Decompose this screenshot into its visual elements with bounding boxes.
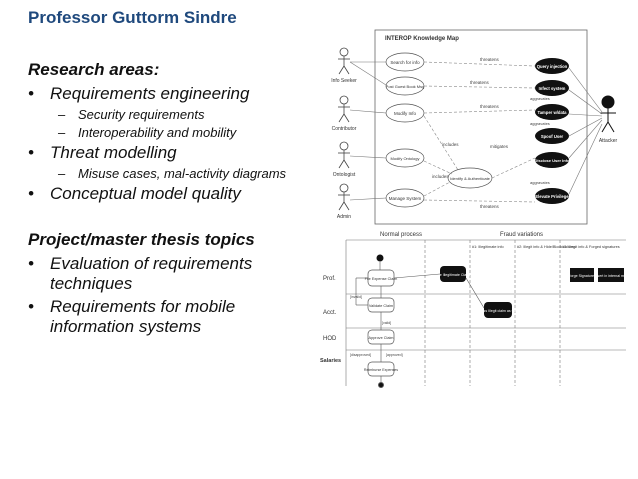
guard-approved: [approved] (386, 353, 403, 357)
actor-label: Admin (337, 214, 351, 220)
usecase-modify-ontology (385, 148, 425, 168)
topics-heading: Project/master thesis topics (28, 230, 255, 249)
misuse-tamper (535, 104, 569, 120)
actor-attacker (600, 95, 616, 133)
lane-hod: HOD (323, 336, 337, 342)
label-threatens: threatens (480, 57, 500, 62)
lane-salaries: Salaries (320, 358, 341, 364)
actor-info-seeker (338, 47, 350, 75)
column-normal: Normal process (380, 232, 422, 238)
research-heading: Research areas: (28, 60, 160, 79)
svg-text:Tamper w/data: Tamper w/data (537, 110, 567, 115)
misuse-case-diagram: INTEROP Knowledge Map Info Seeker Contri… (331, 29, 618, 225)
swimlane-lines (345, 239, 626, 386)
svg-text:Modify Info: Modify Info (394, 111, 417, 116)
guard-disapproved: [disapproved] (350, 353, 371, 357)
sub-marker: – (58, 107, 66, 122)
svg-text:Validate Claim: Validate Claim (369, 304, 393, 308)
sub-marker: – (58, 166, 66, 181)
association-lines (349, 61, 387, 201)
svg-text:Forge Signatures: Forge Signatures (568, 274, 596, 278)
misuse-infect-system (535, 80, 569, 96)
svg-text:Disclose User Info: Disclose User Info (535, 158, 570, 163)
system-boundary (374, 29, 588, 225)
svg-text:Approve Claim: Approve Claim (369, 336, 394, 340)
end-node (378, 382, 384, 388)
svg-text:Identify & Authenticate: Identify & Authenticate (450, 176, 491, 181)
slide-title: Professor Guttorm Sindre (28, 8, 237, 27)
column-fraud: Fraud variations (500, 232, 543, 238)
svg-text:Modify Ontology: Modify Ontology (391, 156, 420, 161)
flow-lines (355, 277, 382, 384)
misuse-query-injection (535, 58, 569, 74)
actor-contributor (338, 95, 350, 123)
label-aggravates: aggravates (530, 96, 550, 101)
usecase-manage (385, 188, 425, 208)
lane-prof: Prof. (323, 276, 336, 282)
attacker-lines (568, 67, 603, 195)
start-node (376, 254, 384, 262)
malactivity-pass-claim (484, 302, 512, 318)
fraud-note-2: #2: Illegit info & Hide/Block column (517, 245, 575, 249)
sub-bullet-security: –Security requirements (58, 107, 205, 122)
label-includes: includes (432, 174, 449, 179)
bullet-marker: • (28, 84, 34, 103)
label-aggravates: aggravates (530, 121, 550, 126)
box-forge-signatures (570, 268, 594, 282)
label-threatens: threatens (480, 204, 500, 209)
actor-ontologist (338, 141, 350, 169)
bullet-threat-modelling: •Threat modelling (28, 143, 177, 162)
box-insert-mail (598, 268, 624, 282)
svg-text:Spoof User: Spoof User (541, 134, 564, 139)
label-includes: includes (442, 142, 459, 147)
attacker-label: Attacker (599, 138, 618, 144)
bullet-conceptual-model: •Conceptual model quality (28, 184, 241, 203)
mal-flow-lines (393, 273, 485, 309)
actor-label: Contributor (332, 126, 357, 132)
content-list: Research areas: •Requirements engineerin… (28, 60, 318, 339)
svg-text:Reimburse Expenses: Reimburse Expenses (364, 368, 398, 372)
bullet-requirements: •Requirements engineering (28, 84, 250, 103)
misuse-elevate (535, 188, 569, 204)
malactivity-illegit-claim (440, 266, 466, 282)
mal-activity-diagram: Normal process Fraud variations Prof. Ac… (320, 232, 628, 388)
fraud-column-lines (424, 240, 561, 386)
label-threatens: threatens (480, 104, 500, 109)
sub-marker: – (58, 125, 66, 140)
svg-text:Insert in internal mail: Insert in internal mail (594, 274, 627, 278)
guard-valid: [valid] (382, 321, 391, 325)
actor-label: Ontologist (333, 172, 356, 178)
sub-bullet-interop: –Interoperability and mobility (58, 125, 237, 140)
topic-evaluation: •Evaluation of requirements techniques (28, 254, 253, 293)
label-mitigates: mitigates (490, 144, 509, 149)
svg-text:Query injection: Query injection (537, 64, 568, 69)
bullet-marker: • (28, 184, 34, 203)
svg-text:Post Guest Book Msg: Post Guest Book Msg (386, 84, 425, 89)
misuse-spoof (535, 128, 569, 144)
topic-mobile: •Requirements for mobile information sys… (28, 297, 236, 336)
svg-text:Pass Illegit claim as OK: Pass Illegit claim as OK (479, 309, 517, 313)
diagram-title: INTEROP Knowledge Map (385, 36, 459, 42)
svg-text:Manage System: Manage System (389, 196, 422, 201)
fraud-note-1: #1: Illegitimate info (472, 245, 504, 249)
svg-text:File Illegitimate Claim: File Illegitimate Claim (436, 273, 470, 277)
svg-text:Infect system: Infect system (539, 86, 566, 91)
svg-text:Search for info: Search for info (390, 60, 420, 65)
bullet-marker: • (28, 254, 34, 273)
svg-text:File Expense Claim: File Expense Claim (365, 277, 398, 281)
relation-lines (423, 61, 536, 203)
lane-acct: Acct. (323, 310, 337, 316)
label-threatens: threatens (470, 80, 490, 85)
label-aggravates: aggravates (530, 180, 550, 185)
fraud-note-3: #3: Illegit info & Forged signatures (562, 245, 620, 249)
bullet-marker: • (28, 143, 34, 162)
sub-bullet-misuse: –Misuse cases, mal-activity diagrams (58, 166, 287, 181)
misuse-disclose (535, 152, 569, 168)
guard-invalid: [invalid] (350, 295, 362, 299)
svg-text:Elevate Privilege: Elevate Privilege (535, 194, 569, 199)
bullet-marker: • (28, 297, 34, 316)
actor-admin (338, 183, 350, 211)
actor-label: Info Seeker (331, 78, 357, 84)
